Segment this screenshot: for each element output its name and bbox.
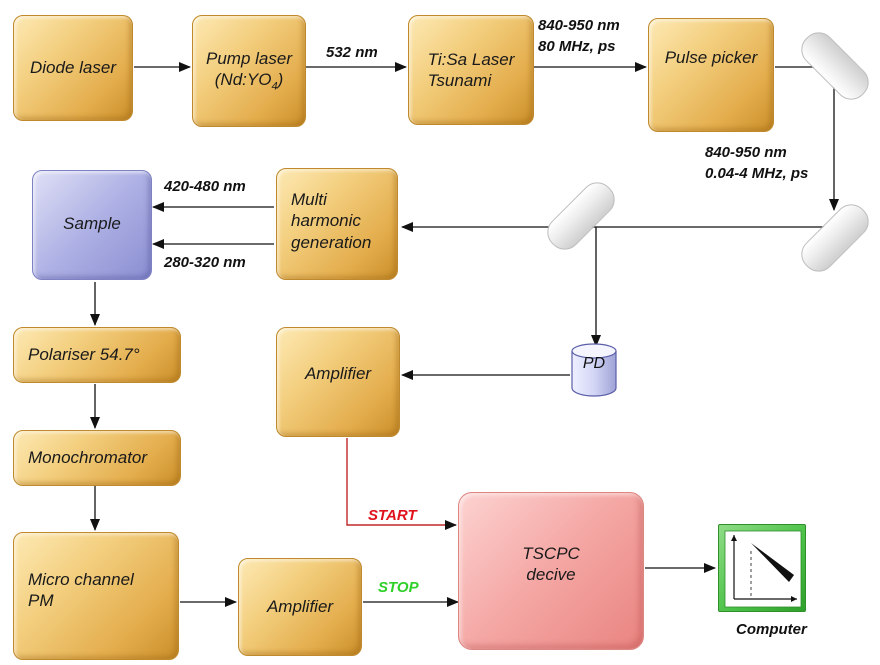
pulse-picker-label: Pulse picker: [664, 48, 758, 67]
pump-laser-label-line1: Pump laser: [206, 48, 292, 68]
multi-harmonic-label-line2: harmonic: [291, 211, 361, 231]
label-computer: Computer: [736, 621, 807, 638]
multi-harmonic-label-line1: Multi: [291, 190, 327, 209]
diode-laser-box: Diode laser: [13, 15, 133, 121]
label-stop: STOP: [378, 579, 419, 596]
amplifier-bottom-box: Amplifier: [238, 558, 362, 656]
tscpc-label-line1: TSCPC: [522, 544, 580, 563]
pulse-picker-box: Pulse picker: [648, 18, 774, 132]
tscpc-device-box: TSCPC decive: [458, 492, 644, 650]
wire-amplifier-to-tscpc-start: [346, 438, 457, 530]
monochromator-box: Monochromator: [13, 430, 181, 486]
decay-plot-icon: [724, 530, 802, 608]
polariser-label: Polariser 54.7°: [28, 345, 140, 365]
label-tisa-output-line1: 840-950 nm: [538, 17, 620, 34]
multi-harmonic-label-line3: generation: [291, 232, 372, 252]
label-start: START: [368, 507, 417, 524]
diode-laser-label: Diode laser: [30, 58, 116, 78]
label-tisa-output-line2: 80 MHz, ps: [538, 38, 616, 55]
tisa-laser-box: Ti:Sa Laser Tsunami: [408, 15, 534, 125]
polariser-box: Polariser 54.7°: [13, 327, 181, 383]
amplifier-top-label: Amplifier: [304, 364, 372, 383]
multi-harmonic-box: Multi harmonic generation: [276, 168, 398, 280]
tisa-laser-label-line1: Ti:Sa Laser: [427, 49, 515, 69]
mcp-label-line1: Micro channel: [28, 570, 134, 589]
computer-screen: [718, 524, 806, 612]
tisa-laser-label-line2: Tsunami: [427, 71, 492, 90]
amplifier-bottom-label: Amplifier: [266, 597, 334, 617]
pump-laser-label-line2: (Nd:YO4): [214, 70, 284, 93]
sample-label: Sample: [63, 214, 121, 233]
label-picker-output-line2: 0.04-4 MHz, ps: [705, 165, 809, 182]
monochromator-label: Monochromator: [28, 448, 148, 468]
label-harmonic-upper: 420-480 nm: [164, 178, 246, 195]
label-532nm: 532 nm: [326, 44, 378, 61]
sample-box: Sample: [32, 170, 152, 280]
pump-laser-box: Pump laser (Nd:YO4): [192, 15, 306, 127]
mcp-label-line2: PM: [28, 591, 54, 611]
label-picker-output-line1: 840-950 nm: [705, 144, 787, 161]
micro-channel-pm-box: Micro channel PM: [13, 532, 179, 660]
photodiode-cylinder-icon: [571, 343, 617, 397]
photodiode: PD: [570, 342, 618, 398]
tscpc-label-line2: decive: [526, 565, 576, 585]
amplifier-top-box: Amplifier: [276, 327, 400, 437]
label-harmonic-lower: 280-320 nm: [164, 254, 246, 271]
photodiode-label: PD: [582, 355, 606, 372]
